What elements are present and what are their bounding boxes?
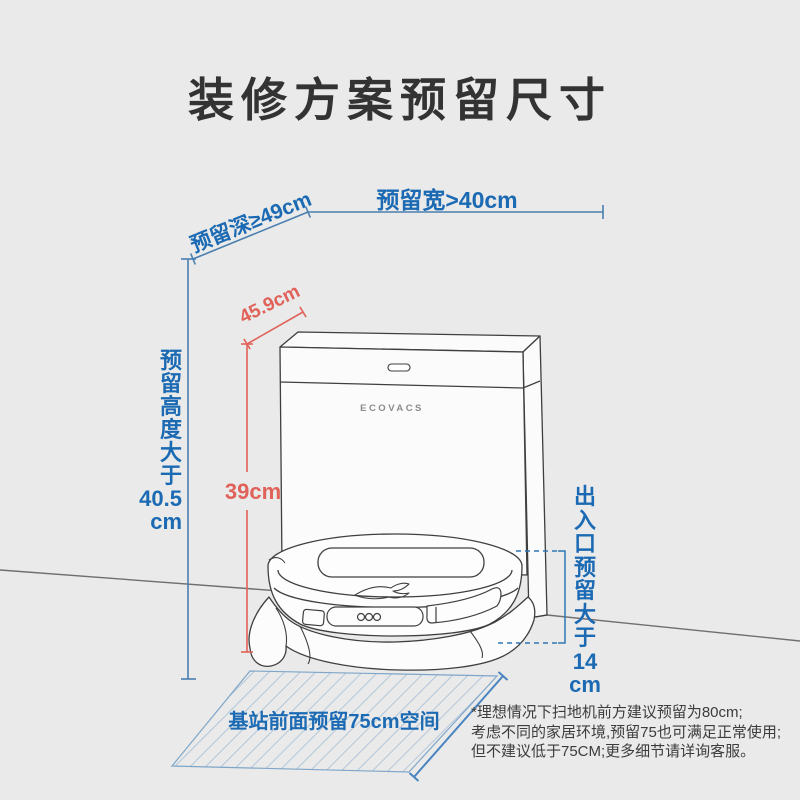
station-side-face xyxy=(522,335,548,619)
ramp-body xyxy=(248,596,536,671)
ramp-fold-left xyxy=(275,607,288,647)
robot-left-notch xyxy=(268,557,286,564)
dim-diag-line xyxy=(246,311,304,345)
dimension-front-space-label: 基站前面预留75cm空间 xyxy=(228,711,440,733)
floor-line-left xyxy=(0,569,281,592)
ramp-fold-mid xyxy=(299,625,311,665)
floor-line-right xyxy=(546,614,800,642)
robot-inner-rim xyxy=(277,569,513,598)
station-handle xyxy=(387,363,411,372)
exit-bracket xyxy=(498,550,566,644)
dimension-exit-gap-label: 出 入 口 预 留 大 于 14 cm xyxy=(569,484,601,697)
station-drawing xyxy=(279,331,548,619)
red-dimension-lines xyxy=(241,306,307,653)
page-title: 装修方案预留尺寸 xyxy=(188,74,612,126)
station-lid-seam xyxy=(279,380,541,389)
bumper-right-band xyxy=(426,587,502,624)
hatched-area xyxy=(170,670,499,773)
ramp-drawing xyxy=(248,596,536,671)
brand-logo: ECOVACS xyxy=(360,403,424,414)
ramp-fold-right xyxy=(469,630,484,659)
footnote-text: *理想情况下扫地机前方建议预留为80cm; 考虑不同的家居环境,预留75也可满足… xyxy=(471,704,782,761)
station-front-face xyxy=(279,346,528,576)
bumper-center xyxy=(326,606,424,627)
robot-bumper xyxy=(301,587,502,627)
robot-top-recess xyxy=(317,547,485,578)
bumper-sensor-3 xyxy=(372,612,382,622)
bumper-left-piece xyxy=(301,608,325,627)
floor-lines xyxy=(0,569,800,642)
dimension-station-height-label: 39cm xyxy=(224,479,282,504)
dim-depth-line xyxy=(192,211,309,260)
bumper-sensor-2 xyxy=(364,612,374,622)
dimension-width-label: 预留宽>40cm xyxy=(376,187,518,213)
dim-front-line xyxy=(413,675,504,778)
dimension-height-label: 预 留 高 度 大 于 40.5 cm xyxy=(139,348,182,534)
bumper-sensor-1 xyxy=(356,612,366,622)
blue-dimension-lines xyxy=(181,205,604,782)
robot-logo-mark xyxy=(354,582,410,600)
